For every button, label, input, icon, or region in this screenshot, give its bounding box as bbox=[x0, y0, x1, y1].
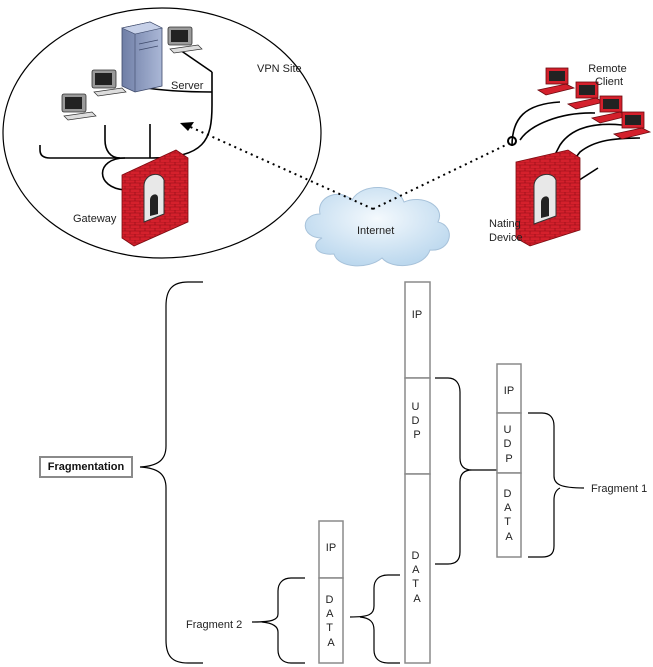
fragment2-brace bbox=[251, 577, 305, 664]
fragment1-source-brace bbox=[435, 377, 497, 565]
internet-cloud-icon bbox=[304, 187, 450, 267]
server-icon bbox=[121, 21, 163, 93]
remote-network-cable bbox=[511, 101, 641, 187]
gateway-label: Gateway bbox=[73, 213, 117, 225]
fragment-2-packet: IP D A T A bbox=[318, 520, 344, 664]
remote-client-laptop-icon bbox=[612, 111, 652, 140]
fragment1-data-text: D A T A bbox=[503, 488, 514, 543]
original-ip-segment bbox=[404, 281, 431, 379]
fragment1-brace bbox=[528, 412, 585, 558]
fragment2-data-segment bbox=[318, 577, 344, 664]
fragmentation-label: Fragmentation bbox=[47, 461, 125, 473]
workstation-icon bbox=[167, 26, 203, 54]
tunnel-dotted-line bbox=[372, 142, 511, 210]
fragment-2-label: Fragment 2 bbox=[186, 619, 242, 631]
fragment1-ip-text: IP bbox=[504, 385, 514, 397]
internet-label: Internet bbox=[357, 225, 394, 237]
remote-client-label: Remote Client bbox=[588, 63, 630, 88]
fragmentation-brace bbox=[139, 281, 203, 664]
fragment2-ip-segment bbox=[318, 520, 344, 579]
fragment2-data-text: D A T A bbox=[325, 594, 336, 649]
fragment1-udp-text: U D P bbox=[503, 424, 514, 465]
original-packet: IP U D P D A T A bbox=[404, 281, 431, 664]
nating-device-label: Nating Device bbox=[489, 218, 524, 244]
original-data-text: D A T A bbox=[411, 550, 422, 605]
original-udp-text: U D P bbox=[411, 401, 422, 441]
tunnel-arrowhead bbox=[180, 122, 194, 131]
original-data-segment bbox=[404, 473, 431, 664]
fragment-1-label: Fragment 1 bbox=[591, 483, 647, 495]
vpn-site-ellipse bbox=[2, 7, 322, 259]
original-ip-text: IP bbox=[412, 309, 422, 321]
remote-client-laptop-icon bbox=[536, 67, 576, 96]
fragment-1-packet: IP U D P D A T A bbox=[496, 363, 522, 558]
fragment2-source-brace bbox=[349, 574, 400, 664]
nating-device-firewall-icon bbox=[515, 149, 581, 247]
tunnel-dotted-line bbox=[185, 124, 374, 210]
fragment2-ip-text: IP bbox=[326, 542, 336, 554]
vpn-site-label: VPN Site bbox=[257, 63, 302, 75]
gateway-firewall-icon bbox=[121, 149, 189, 247]
fragmentation-label-box: Fragmentation bbox=[39, 456, 133, 478]
workstation-icon bbox=[91, 69, 127, 97]
workstation-icon bbox=[61, 93, 97, 121]
fragment1-data-segment bbox=[496, 472, 522, 558]
server-label: Server bbox=[171, 80, 204, 92]
